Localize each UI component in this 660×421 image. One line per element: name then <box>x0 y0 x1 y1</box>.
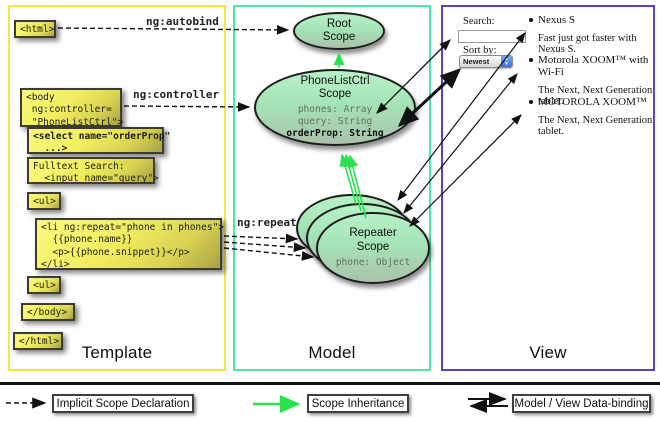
legend-implicit-scope: Implicit Scope Declaration <box>52 394 194 413</box>
repeater-scope-ellipse: Repeater Scope phone: Object <box>316 212 430 284</box>
code-box-body-open: <body ng:controller= "PhoneListCtrl"> <box>20 88 123 128</box>
phonelistctrl-scope-props: phones: Array query: String orderProp: S… <box>286 104 383 140</box>
prop-orderprop: orderProp: String <box>286 128 384 140</box>
phone-list-item: MOTOROLA XOOM™ The Next, Next Generation… <box>524 96 654 137</box>
phone-list-item: Motorola XOOM™ with Wi-Fi The Next, Next… <box>524 54 654 107</box>
prop-phone: phone: Object <box>335 256 411 268</box>
legend-scope-inheritance: Scope Inheritance <box>307 394 409 413</box>
directive-label-autobind: ng:autobind <box>146 15 219 28</box>
code-box-html-close: </html> <box>13 332 63 350</box>
sort-dropdown-value: Newest <box>463 57 490 66</box>
bullet-icon <box>529 100 533 104</box>
legend-divider <box>0 382 660 385</box>
code-box-ul-2: <ul> <box>27 276 61 294</box>
code-box-html-open: <html> <box>14 20 56 38</box>
phone-snippet: The Next, Next Generation tablet. <box>538 115 653 137</box>
code-box-select: <select name="orderProp" ...> <box>27 127 170 154</box>
phone-snippet: Fast just got faster with Nexus S. <box>538 33 637 55</box>
directive-label-controller: ng:controller <box>133 88 220 101</box>
repeater-scope-props: phone: Object <box>336 257 410 269</box>
view-panel-title: View <box>529 343 567 362</box>
search-input[interactable] <box>458 30 526 43</box>
directive-label-repeat: ng:repeat <box>237 216 297 229</box>
root-scope-ellipse: Root Scope <box>293 12 385 50</box>
root-scope-title: Root Scope <box>322 17 356 43</box>
phonelistctrl-scope-title: PhoneListCtrl Scope <box>300 74 370 101</box>
phone-name: Motorola XOOM™ with Wi-Fi <box>538 54 649 78</box>
legend-data-binding: Model / View Data-binding <box>512 394 651 413</box>
prop-query: query: String <box>297 116 373 128</box>
template-panel-title: Template <box>81 343 153 362</box>
bullet-icon <box>529 58 533 62</box>
code-box-ul-1: <ul> <box>27 192 61 210</box>
phonelistctrl-scope-ellipse: PhoneListCtrl Scope phones: Array query:… <box>254 69 416 146</box>
phone-name: Nexus S <box>538 14 575 26</box>
phone-snippet: The Next, Next Generation tablet. <box>538 85 653 107</box>
code-box-li-repeat: <li ng:repeat="phone in phones"> {{phone… <box>35 218 224 270</box>
search-label: Search: <box>463 16 495 27</box>
model-panel: Model <box>233 5 431 371</box>
phone-name: MOTOROLA XOOM™ <box>538 96 647 108</box>
sort-dropdown[interactable]: Newest ▲▼ <box>459 55 513 68</box>
repeater-scope-title: Repeater Scope <box>349 227 397 253</box>
prop-phones: phones: Array <box>297 104 373 116</box>
model-panel-title: Model <box>308 343 356 362</box>
code-box-body-close: </body> <box>21 303 75 321</box>
phone-list-item: Nexus S Fast just got faster with Nexus … <box>524 14 654 55</box>
dropdown-stepper-icon: ▲▼ <box>501 56 512 67</box>
code-box-fulltext: Fulltext Search: <input name="query"> <box>27 157 159 184</box>
bullet-icon <box>529 18 533 22</box>
